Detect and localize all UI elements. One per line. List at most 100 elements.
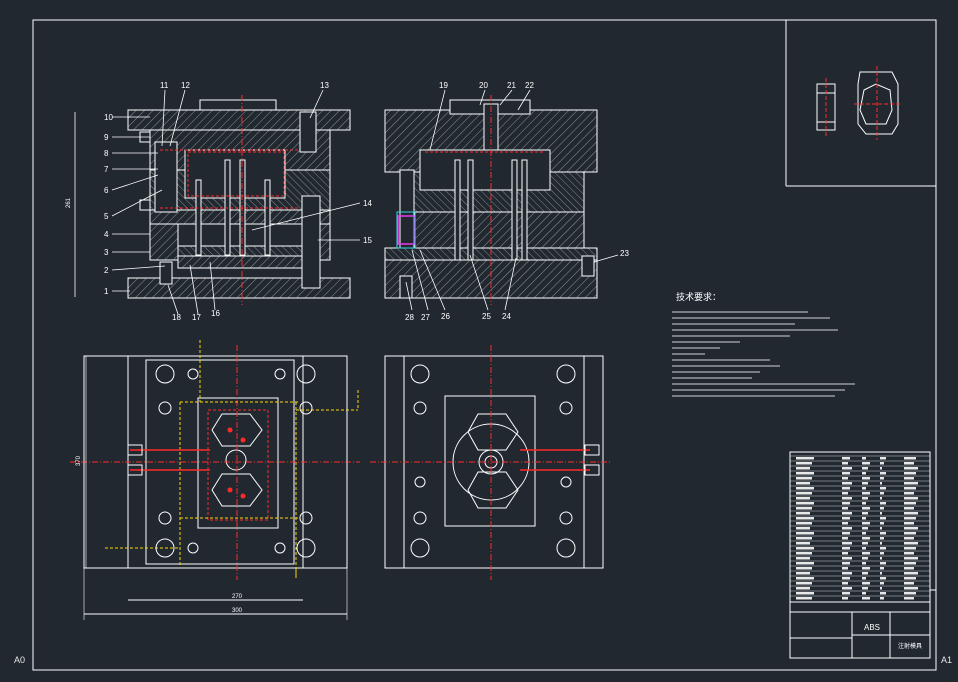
bom-cell-mark [842,597,848,600]
bom-cell-mark [904,547,916,550]
bom-cell-mark [796,462,812,465]
bom-cell-mark [880,557,882,560]
dim-plan-width-inner: 270 [232,594,243,600]
bom-cell-mark [842,557,852,560]
bom-cell-mark [842,567,848,570]
bom-cell-mark [842,522,848,525]
bom-cell-mark [796,522,812,525]
bom-cell-mark [796,487,814,490]
bom-cell-mark [842,527,852,530]
label-25: 25 [482,312,491,321]
bom-cell-mark [842,462,848,465]
bom-cell-mark [842,532,850,535]
bom-cell-mark [880,587,882,590]
bom-cell-mark [904,527,918,530]
bom-cell-mark [904,502,916,505]
bom-rows [790,455,930,600]
bom-cell-mark [796,512,810,515]
bom-cell-mark [880,572,882,575]
bom-cell-mark [862,597,870,600]
bom-cell-mark [796,467,810,470]
bom-cell-mark [880,467,882,470]
bom-cell-mark [842,572,852,575]
tech-notes-title: 技术要求： [676,291,721,302]
bom-cell-mark [880,597,884,600]
bom-cell-mark [842,552,848,555]
bom-cell-mark [904,582,914,585]
label-7: 7 [104,165,109,174]
bom-cell-mark [880,567,884,570]
left-leader-lines [74,89,361,315]
part-view-box [785,20,936,187]
label-28: 28 [405,313,414,322]
bom-cell-mark [904,487,916,490]
bom-cell-mark [842,477,848,480]
bom-cell-mark [904,592,916,595]
label-11: 11 [160,81,169,90]
right-plan-view [370,345,612,580]
label-19: 19 [439,81,448,90]
bom-cell-mark [796,532,814,535]
bom-cell-mark [904,552,914,555]
bom-cell-mark [862,587,868,590]
label-3: 3 [104,248,109,257]
bom-cell-mark [842,562,850,565]
bom-cell-mark [862,532,866,535]
bom-cell-mark [796,537,812,540]
bom-cell-mark [904,467,918,470]
bom-cell-mark [796,472,814,475]
bom-cell-mark [904,567,914,570]
bom-cell-mark [862,567,870,570]
label-18: 18 [172,313,181,322]
bom-cell-mark [862,492,870,495]
right-section-view [384,95,598,305]
bom-cell-mark [862,487,866,490]
bom-cell-mark [880,487,886,490]
bom-cell-mark [904,537,914,540]
bom-cell-mark [904,597,914,600]
bom-cell-mark [796,502,814,505]
bom-cell-mark [796,587,810,590]
bom-cell-mark [904,492,914,495]
bom-cell-mark [842,577,850,580]
bom-cell-mark [880,547,886,550]
bom-cell-mark [862,562,866,565]
bom-cell-mark [880,507,884,510]
bom-cell-mark [904,497,918,500]
bom-cell-mark [880,502,886,505]
bom-cell-mark [904,542,918,545]
label-1: 1 [104,287,109,296]
bom-cell-mark [880,462,884,465]
bom-cell-mark [880,527,882,530]
label-20: 20 [479,81,488,90]
right-leader-lines [405,89,619,311]
bom-cell-mark [880,477,884,480]
bom-cell-mark [904,562,916,565]
bom-cell-mark [796,457,814,460]
bom-cell-mark [880,522,884,525]
bom-cell-mark [904,477,914,480]
bom-cell-mark [862,552,870,555]
dim-section-height: 261 [66,197,72,208]
bom-cell-mark [904,507,914,510]
bom-cell-mark [904,522,914,525]
label-22: 22 [525,81,534,90]
bom-cell-mark [842,537,848,540]
label-15: 15 [363,236,372,245]
dim-plan-height: 370 [76,455,82,466]
bom-cell-mark [880,492,884,495]
bom-cell-mark [796,542,810,545]
title-block-caption: 注射模具 [898,642,922,650]
bom-cell-mark [862,547,866,550]
bom-cell-mark [862,527,868,530]
bom-cell-mark [904,532,916,535]
bom-cell-mark [796,492,812,495]
bom-cell-mark [862,522,870,525]
bom-cell-mark [862,572,868,575]
bom-cell-mark [796,572,810,575]
label-6: 6 [104,186,109,195]
left-plan-view [70,340,360,620]
label-21: 21 [507,81,516,90]
bom-cell-mark [796,482,810,485]
